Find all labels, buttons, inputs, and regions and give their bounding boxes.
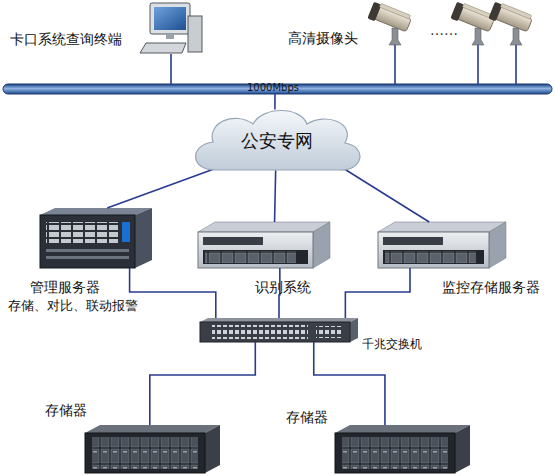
storage-side bbox=[205, 425, 220, 473]
storage-array: 存储器 bbox=[85, 425, 220, 473]
device-label: 存储器 bbox=[45, 402, 87, 419]
storage-side bbox=[455, 425, 470, 473]
server-top bbox=[198, 222, 330, 232]
management-server-icon bbox=[40, 208, 152, 268]
monitor-frame bbox=[150, 3, 190, 34]
query-terminal: 卡口系统查询终端 bbox=[140, 2, 202, 54]
network-link bbox=[107, 169, 214, 208]
server-strip bbox=[46, 249, 129, 252]
device-label: 千兆交换机 bbox=[362, 337, 422, 351]
server-front bbox=[198, 232, 313, 268]
device-label: 存储器 bbox=[286, 409, 328, 426]
police-network-cloud: 公安专网 bbox=[185, 105, 370, 180]
server-strip bbox=[46, 256, 129, 259]
storage-drives bbox=[92, 437, 198, 469]
network-link bbox=[170, 54, 172, 84]
switch-front bbox=[200, 322, 350, 342]
ellipsis-label: …… bbox=[430, 22, 458, 39]
network-bus: 1000Mbps bbox=[3, 84, 552, 94]
camera-icon bbox=[488, 1, 533, 45]
pc-tower bbox=[188, 16, 202, 52]
drive-slots bbox=[205, 251, 296, 263]
monitor-storage-server: 监控存储服务器 bbox=[378, 222, 506, 268]
storage-icon bbox=[85, 425, 220, 473]
camera-icons bbox=[367, 1, 533, 45]
cloud-shape bbox=[196, 111, 360, 171]
server-side bbox=[135, 208, 152, 268]
network-link bbox=[395, 45, 516, 84]
network-link bbox=[150, 342, 256, 425]
device-label: 卡口系统查询终端 bbox=[10, 31, 122, 48]
terminal-icon bbox=[140, 3, 202, 53]
switch-uplinks bbox=[316, 326, 342, 338]
server-front bbox=[40, 215, 135, 268]
gigabit-switch: 千兆交换机 bbox=[200, 318, 358, 342]
device-label: 1000Mbps bbox=[247, 82, 299, 94]
network-link bbox=[345, 268, 410, 318]
camera-icon bbox=[367, 1, 412, 45]
network-link bbox=[274, 94, 276, 110]
server-panel bbox=[203, 237, 263, 245]
device-label: 识别系统 bbox=[255, 279, 311, 296]
server-panel bbox=[383, 237, 443, 245]
storage-front bbox=[335, 433, 455, 473]
server-side bbox=[489, 222, 506, 268]
server-top bbox=[378, 222, 506, 232]
server-band bbox=[203, 250, 308, 264]
server-front bbox=[378, 232, 489, 268]
monitor-storage-server-icon bbox=[378, 222, 506, 268]
device-label: 公安专网 bbox=[241, 130, 313, 152]
server-panel bbox=[122, 222, 130, 242]
connector-layer bbox=[107, 45, 516, 425]
keyboard bbox=[140, 43, 186, 53]
storage-front bbox=[85, 433, 205, 473]
recognition-server: 识别系统 bbox=[198, 222, 330, 268]
storage-array: 存储器 bbox=[335, 425, 470, 473]
network-link bbox=[275, 170, 276, 222]
monitor-stand bbox=[166, 34, 174, 39]
storage-top bbox=[85, 425, 220, 433]
device-label: 存储、对比、联动报警 bbox=[8, 298, 138, 314]
device-label: 监控存储服务器 bbox=[442, 279, 540, 296]
recognition-server-icon bbox=[198, 222, 330, 268]
device-label: 高清摄像头 bbox=[288, 30, 358, 47]
server-band bbox=[383, 250, 484, 264]
storage-top bbox=[335, 425, 470, 433]
monitor-screen bbox=[154, 7, 186, 30]
server-top bbox=[40, 208, 152, 215]
storage-icon bbox=[335, 425, 470, 473]
drive-bays bbox=[46, 222, 118, 243]
switch-top bbox=[200, 318, 358, 322]
switch-side bbox=[350, 318, 358, 342]
storage-drives bbox=[342, 437, 448, 469]
management-server: 管理服务器存储、对比、联动报警 bbox=[40, 208, 152, 268]
network-link bbox=[130, 268, 216, 318]
switch-icon bbox=[200, 318, 358, 342]
drive-slots bbox=[385, 251, 476, 263]
network-link bbox=[340, 167, 429, 223]
device-label: 管理服务器 bbox=[30, 279, 100, 296]
server-side bbox=[313, 222, 330, 268]
switch-ports bbox=[212, 325, 308, 339]
